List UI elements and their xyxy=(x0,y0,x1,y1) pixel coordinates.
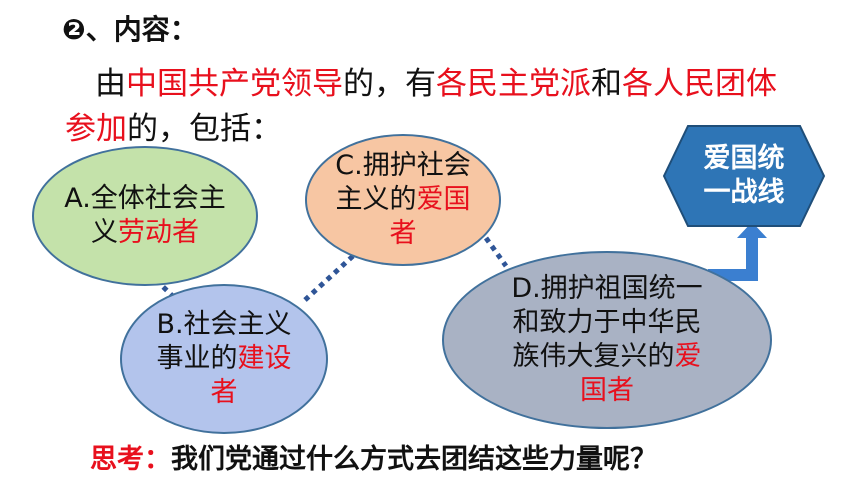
intro-highlight-democratic-parties: 各民主党派 xyxy=(436,66,591,102)
united-front-hexagon: 爱国统一战线 xyxy=(662,124,826,228)
group-d-highlight: 爱国者 xyxy=(580,341,702,406)
arrow-head xyxy=(737,222,767,238)
group-socialist-workers: A.全体社会主义劳动者 xyxy=(32,146,258,286)
intro-text: 的，有 xyxy=(343,66,436,102)
group-b-highlight: 建设者 xyxy=(210,343,292,408)
group-d-text: D.拥护祖国统一和致力于中华民族伟大复兴的 xyxy=(511,273,703,372)
section-heading: ❷、内容： xyxy=(62,13,198,46)
group-reunification-patriots: D.拥护祖国统一和致力于中华民族伟大复兴的爱国者 xyxy=(442,251,772,429)
connector-c-d xyxy=(483,236,509,268)
intro-text: 的，包括： xyxy=(127,111,282,147)
arrow-to-united-front xyxy=(708,234,758,281)
think-question: 思考：我们党通过什么方式去团结这些力量呢？ xyxy=(90,437,657,476)
group-c-highlight: 爱国者 xyxy=(389,184,471,249)
intro-paragraph: 由中国共产党领导的，有各民主党派和各人民团体参加的，包括： xyxy=(65,62,805,152)
intro-highlight-people-groups: 各人民团体参加 xyxy=(65,66,777,147)
intro-highlight-party-leadership: 中国共产党领导 xyxy=(126,66,343,102)
group-a-text: A.全体社会主义 xyxy=(64,183,226,248)
group-socialist-builders: B.社会主义事业的建设者 xyxy=(120,284,328,434)
connector-b-c xyxy=(303,254,355,302)
intro-text: 由 xyxy=(95,66,126,102)
united-front-label: 爱国统一战线 xyxy=(703,143,785,208)
intro-text: 和 xyxy=(591,66,622,102)
group-a-highlight: 劳动者 xyxy=(118,217,199,248)
think-question-text: 我们党通过什么方式去团结这些力量呢？ xyxy=(171,444,657,475)
group-b-text: B.社会主义事业的 xyxy=(156,309,292,374)
think-label: 思考： xyxy=(90,444,171,475)
hexagon-shape xyxy=(662,125,826,227)
group-c-text: C.拥护社会主义的 xyxy=(335,150,471,215)
group-socialist-patriots: C.拥护社会主义的爱国者 xyxy=(305,134,501,266)
